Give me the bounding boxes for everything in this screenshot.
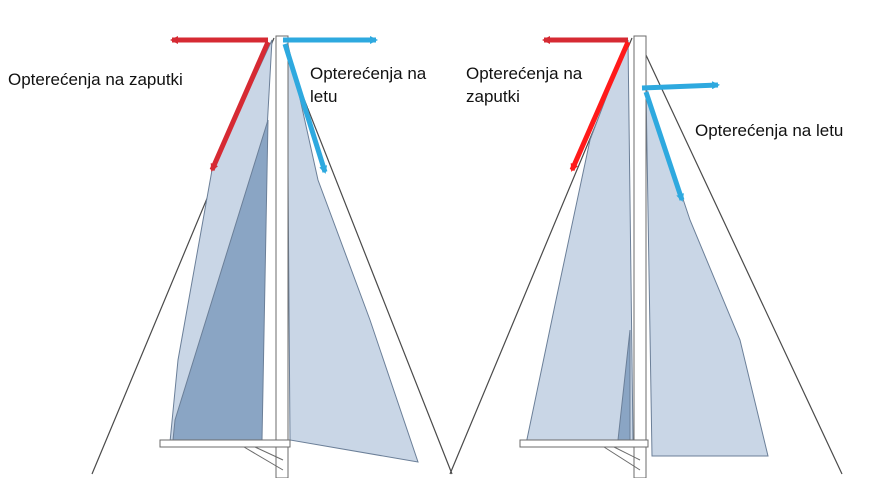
right-boom [519, 439, 649, 448]
right-jib-sail [525, 39, 634, 445]
left-boom-vang-2 [254, 446, 284, 461]
right-jib-load-label: Opterećenja na zaputki [464, 62, 585, 108]
left-main-load-label-line1: Opterećenja na [310, 64, 427, 83]
left-boom-vang [243, 446, 284, 471]
left-mainsail [286, 39, 419, 463]
left-main-load-arrow-diagonal [282, 43, 328, 174]
right-shroud [637, 37, 843, 475]
right-mast [633, 35, 647, 478]
right-jib-load-arrow-diagonal [569, 40, 631, 172]
left-main-load-label: Opterećenja na letu [308, 62, 429, 108]
left-boom [159, 439, 291, 448]
right-main-load-label-line1: Opterećenja na letu [695, 121, 844, 140]
right-jib-load-label-line1: Opterećenja na [466, 64, 583, 83]
left-jib-load-label: Opterećenja na zaputki [6, 68, 185, 91]
left-jib-load-label-line1: Opterećenja na zaputki [8, 70, 183, 89]
left-jib-load-arrow-diagonal [209, 40, 271, 172]
left-shroud [279, 37, 453, 475]
left-mast [275, 35, 289, 478]
right-main-load-arrow-diagonal [643, 91, 685, 202]
right-boat [449, 35, 843, 478]
right-main-load-arrow-horizontal [641, 81, 720, 91]
right-boom-vang-2 [613, 446, 641, 461]
right-jib-load-label-line2: zaputki [466, 87, 520, 106]
left-main-load-label-line2: letu [310, 87, 338, 106]
right-main-load-label: Opterećenja na letu [693, 119, 846, 142]
right-boom-vang [603, 446, 641, 471]
left-boat [91, 35, 453, 478]
